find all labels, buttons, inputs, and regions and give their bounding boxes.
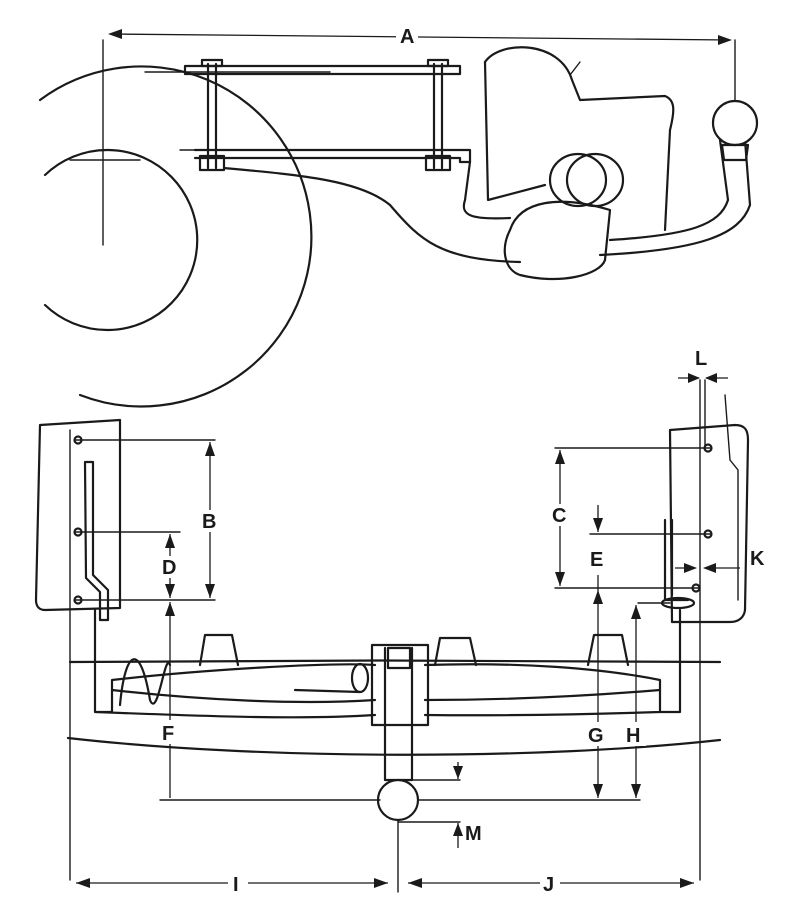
rear-view: B D F C E G H	[34, 348, 765, 896]
right-tail-light	[668, 423, 750, 624]
rear-bumper-beam	[66, 659, 722, 756]
coil-spring	[118, 658, 172, 707]
label-b: B	[202, 511, 216, 533]
tow-ball-rear	[376, 778, 420, 822]
label-c: C	[552, 505, 566, 527]
label-a: A	[400, 26, 414, 48]
center-mount-plate	[370, 643, 430, 727]
exhaust-loop-2	[565, 152, 625, 208]
label-l: L	[695, 348, 707, 370]
bump-stop-3	[586, 633, 630, 667]
bump-stop-2	[433, 636, 478, 667]
left-bracket	[83, 460, 110, 622]
exhaust-loop-1	[548, 152, 608, 208]
tow-ball-neck	[598, 138, 752, 257]
cross-member	[93, 608, 682, 719]
label-g: G	[588, 725, 604, 747]
dimension-line-a	[109, 33, 731, 41]
label-d: D	[162, 557, 176, 579]
bump-stop-1	[198, 633, 240, 667]
tow-ball	[711, 99, 759, 147]
rear-wheel-outer	[38, 65, 313, 408]
label-k: K	[750, 548, 765, 570]
side-view: A	[38, 26, 759, 408]
label-f: F	[162, 723, 174, 745]
rear-wheel-inner	[43, 148, 199, 332]
label-h: H	[626, 725, 640, 747]
bumper-outline	[483, 46, 675, 232]
label-e: E	[590, 549, 603, 571]
label-j: J	[543, 874, 554, 896]
tow-bar-arm	[222, 160, 522, 264]
bolt-rear	[424, 58, 452, 172]
label-m: M	[465, 823, 482, 845]
label-i: I	[233, 874, 239, 896]
bolt-front	[198, 58, 226, 172]
mounting-plate-upper	[183, 64, 462, 76]
mounting-plate-lower	[193, 148, 472, 164]
left-tail-light	[34, 418, 122, 612]
